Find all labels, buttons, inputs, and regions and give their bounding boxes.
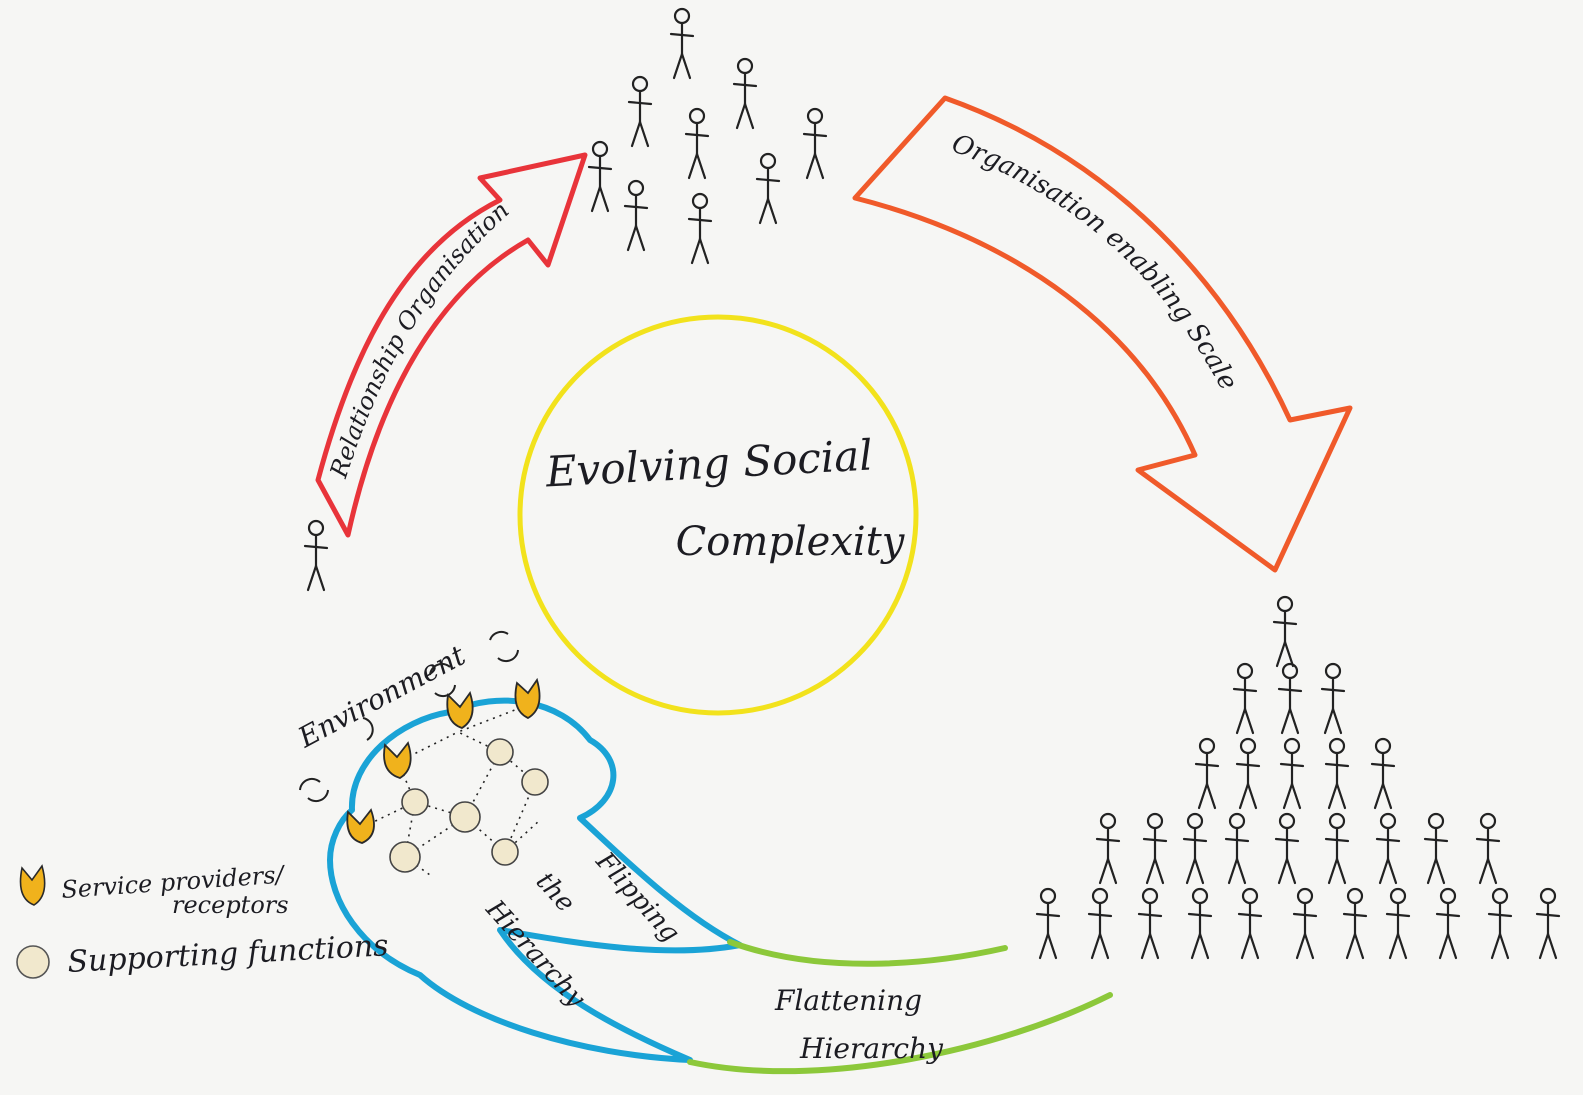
person — [1279, 737, 1305, 810]
lone-person — [303, 519, 329, 592]
person — [1142, 812, 1168, 885]
supporting-node — [449, 801, 481, 833]
person — [1272, 595, 1298, 668]
person — [1375, 812, 1401, 885]
person — [587, 140, 613, 213]
person — [1235, 737, 1261, 810]
supporting-node — [389, 841, 421, 873]
person — [1342, 887, 1368, 960]
person — [1324, 737, 1350, 810]
supporting-node — [486, 738, 514, 766]
service-provider — [446, 691, 474, 729]
loose-group — [587, 7, 828, 265]
person — [1182, 812, 1208, 885]
person — [627, 75, 653, 148]
cycle-arrows — [299, 631, 519, 803]
relationship-arrow — [315, 152, 588, 538]
person — [684, 107, 710, 180]
person — [1277, 662, 1303, 735]
center-circle — [517, 314, 919, 716]
cycle-icon — [299, 777, 329, 803]
person — [1237, 887, 1263, 960]
flattening-label-1: Flattening — [774, 984, 922, 1017]
service-provider — [514, 677, 541, 720]
person — [1274, 812, 1300, 885]
person — [687, 192, 713, 265]
legend-supporting-label: Supporting functions — [67, 928, 390, 980]
person — [669, 7, 695, 80]
person — [1487, 887, 1513, 960]
person — [1320, 662, 1346, 735]
person — [802, 107, 828, 180]
person — [1187, 887, 1213, 960]
flipping-blob — [327, 697, 743, 1063]
hierarchy-pyramid — [1035, 595, 1561, 960]
person — [1292, 887, 1318, 960]
person — [1370, 737, 1396, 810]
person — [732, 57, 758, 130]
scale-text-path — [950, 150, 1258, 470]
cycle-icon — [489, 631, 519, 663]
center-title-line2: Complexity — [676, 519, 906, 565]
flatten-stroke-lower — [687, 992, 1113, 1075]
person — [623, 179, 649, 252]
person — [755, 152, 781, 225]
flatten-stroke-upper — [727, 939, 1008, 967]
scale-label: Organisation enabling Scale — [948, 129, 1244, 396]
supporting-node — [521, 768, 549, 796]
supporting-node — [491, 838, 519, 866]
legend-supporting-icon — [16, 945, 50, 979]
cycle-icon — [429, 662, 456, 698]
person — [1435, 887, 1461, 960]
person — [1137, 887, 1163, 960]
legend-service-label-2: receptors — [172, 891, 289, 919]
person — [1535, 887, 1561, 960]
person — [1035, 887, 1061, 960]
scale-arrow — [852, 95, 1353, 573]
cycle-icon — [362, 717, 374, 741]
person — [1475, 812, 1501, 885]
person — [1224, 812, 1250, 885]
flipping-label-2: the — [530, 867, 581, 919]
person — [1232, 662, 1258, 735]
flattening-label-2: Hierarchy — [799, 1032, 944, 1065]
relationship-label: Relationship Organisation — [324, 196, 514, 482]
legend-service-icon — [19, 864, 46, 906]
person — [1423, 812, 1449, 885]
service-provider — [346, 808, 375, 844]
service-provider — [383, 741, 412, 779]
person — [1194, 737, 1220, 810]
person — [1385, 887, 1411, 960]
center-title-line1: Evolving Social — [544, 430, 874, 496]
supporting-nodes — [389, 738, 549, 873]
person — [1324, 812, 1350, 885]
person — [1087, 887, 1113, 960]
flipping-label-3: Hierarchy — [479, 894, 591, 1014]
person — [1095, 812, 1121, 885]
supporting-node — [401, 788, 429, 816]
service-providers — [346, 677, 541, 844]
